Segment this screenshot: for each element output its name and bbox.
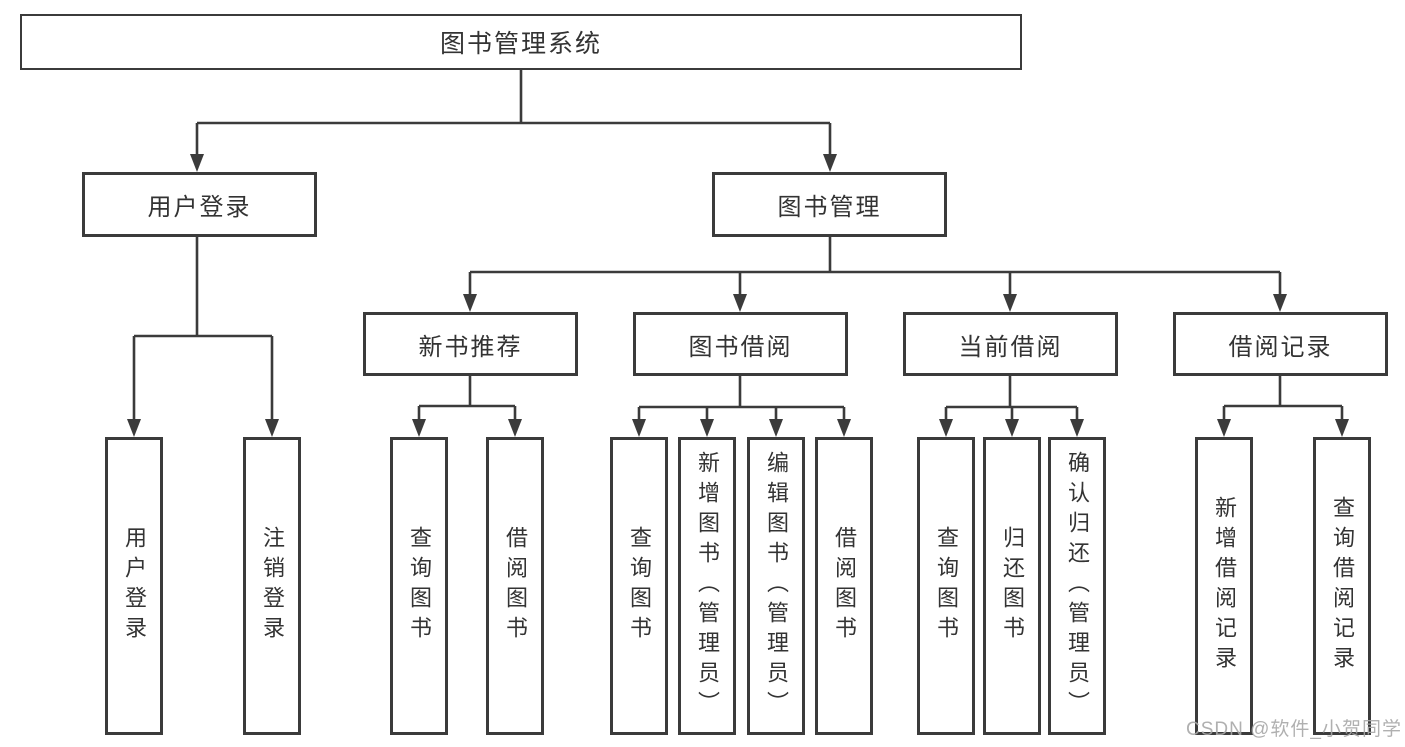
leaf-return-books: 归还图书 xyxy=(983,437,1041,735)
node-label: 借阅记录 xyxy=(1228,333,1333,361)
leaf-borrow-books-2: 借阅图书 xyxy=(815,437,873,735)
node-book-borrowing: 图书借阅 xyxy=(633,312,848,376)
leaf-edit-books-admin: 编辑图书（管理员） xyxy=(747,437,805,735)
node-label: 新增借阅记录 xyxy=(1212,496,1237,676)
leaf-add-borrow-record: 新增借阅记录 xyxy=(1195,437,1253,735)
leaf-query-books-1: 查询图书 xyxy=(390,437,448,735)
leaf-logout: 注销登录 xyxy=(243,437,301,735)
node-library-management-system: 图书管理系统 xyxy=(20,14,1022,70)
node-user-login: 用户登录 xyxy=(82,172,317,237)
leaf-borrow-books-1: 借阅图书 xyxy=(486,437,544,735)
node-label: 当前借阅 xyxy=(958,333,1063,361)
node-label: 图书管理 xyxy=(777,194,882,221)
leaf-query-books-2: 查询图书 xyxy=(610,437,668,735)
leaf-add-books-admin: 新增图书（管理员） xyxy=(678,437,736,735)
node-label: 新增图书（管理员） xyxy=(695,451,720,721)
node-label: 归还图书 xyxy=(1000,526,1025,646)
node-book-management: 图书管理 xyxy=(712,172,947,237)
node-label: 新书推荐 xyxy=(418,333,523,361)
node-label: 查询图书 xyxy=(407,526,432,646)
node-label: 借阅图书 xyxy=(832,526,857,646)
csdn-watermark: CSDN @软件_小贺同学 xyxy=(1186,719,1402,740)
leaf-user-login: 用户登录 xyxy=(105,437,163,735)
node-label: 用户登录 xyxy=(147,194,252,221)
node-label: 图书借阅 xyxy=(688,333,793,361)
node-label: 借阅图书 xyxy=(503,526,528,646)
node-label: 确认归还（管理员） xyxy=(1065,451,1090,721)
node-borrowing-records: 借阅记录 xyxy=(1173,312,1388,376)
node-label: 查询图书 xyxy=(627,526,652,646)
node-new-book-recommend: 新书推荐 xyxy=(363,312,578,376)
node-label: 编辑图书（管理员） xyxy=(764,451,789,721)
leaf-query-borrow-record: 查询借阅记录 xyxy=(1313,437,1371,735)
leaf-query-books-3: 查询图书 xyxy=(917,437,975,735)
node-label: 查询借阅记录 xyxy=(1330,496,1355,676)
node-label: 注销登录 xyxy=(260,526,285,646)
node-label: 图书管理系统 xyxy=(439,30,602,58)
leaf-confirm-return-admin: 确认归还（管理员） xyxy=(1048,437,1106,735)
node-label: 用户登录 xyxy=(122,526,147,646)
node-label: 查询图书 xyxy=(934,526,959,646)
node-current-borrowing: 当前借阅 xyxy=(903,312,1118,376)
